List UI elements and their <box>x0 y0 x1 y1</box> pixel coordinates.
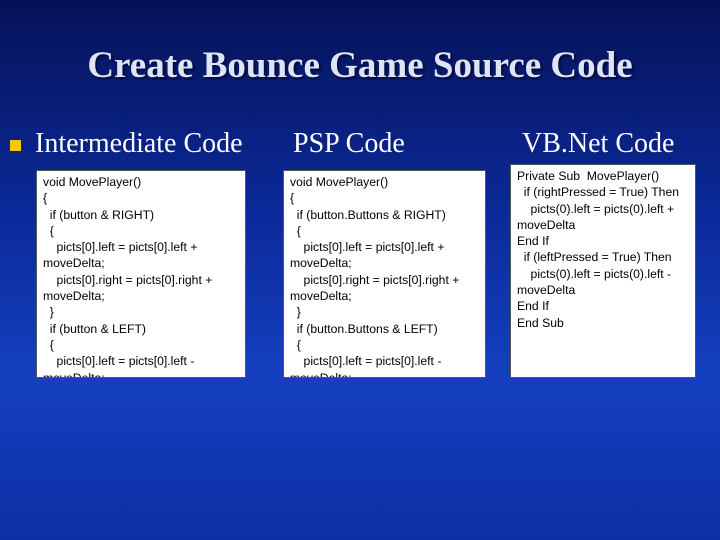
heading-intermediate-code: Intermediate Code <box>35 128 243 159</box>
heading-psp-code: PSP Code <box>293 128 405 159</box>
slide-title: Create Bounce Game Source Code <box>87 45 633 86</box>
psp-code-box: void MovePlayer() { if (button.Buttons &… <box>283 170 486 378</box>
square-bullet-icon <box>10 140 21 151</box>
vbnet-code-box: Private Sub MovePlayer() if (rightPresse… <box>510 164 696 378</box>
heading-vbnet-code: VB.Net Code <box>522 128 675 159</box>
column-headings: Intermediate Code PSP Code VB.Net Code <box>10 126 710 166</box>
intermediate-code-box: void MovePlayer() { if (button & RIGHT) … <box>36 170 246 378</box>
